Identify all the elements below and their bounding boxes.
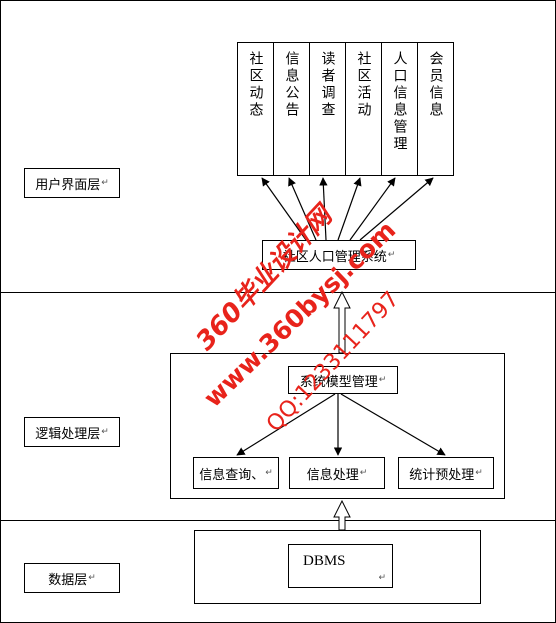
hollow-arrow-data-to-logic	[333, 499, 351, 531]
layer-separator-bottom	[0, 520, 556, 521]
arrow-to-population-management	[349, 177, 396, 241]
arrow-to-member-info	[359, 177, 434, 241]
layer-label-user-interface: 用户界面层↵	[24, 168, 120, 198]
model-management-box: 系统模型管理↵	[288, 366, 398, 394]
dbms-box: DBMS ↵	[288, 544, 393, 588]
arrow-to-community-activities	[337, 177, 362, 241]
module-member-info: 会员信息	[417, 42, 454, 176]
arrow-to-community-news	[261, 177, 307, 241]
module-population-management: 人口信息管理	[381, 42, 418, 176]
layer-separator-top	[0, 292, 556, 293]
system-box: 社区人口管理系统↵	[262, 240, 416, 270]
arrow-to-query	[236, 393, 336, 456]
arrow-to-reader-survey	[319, 177, 328, 241]
processing-box: 信息处理↵	[289, 457, 385, 489]
hollow-arrow-logic-to-system	[333, 290, 351, 354]
query-box: 信息查询、↵	[193, 457, 279, 489]
layer-label-logic: 逻辑处理层↵	[24, 417, 120, 447]
arrow-to-statistics	[340, 393, 446, 456]
layer-label-data: 数据层↵	[24, 563, 120, 593]
arrow-to-announcements	[288, 177, 317, 241]
statistics-box: 统计预处理↵	[398, 457, 494, 489]
module-community-activities: 社区活动	[345, 42, 382, 176]
